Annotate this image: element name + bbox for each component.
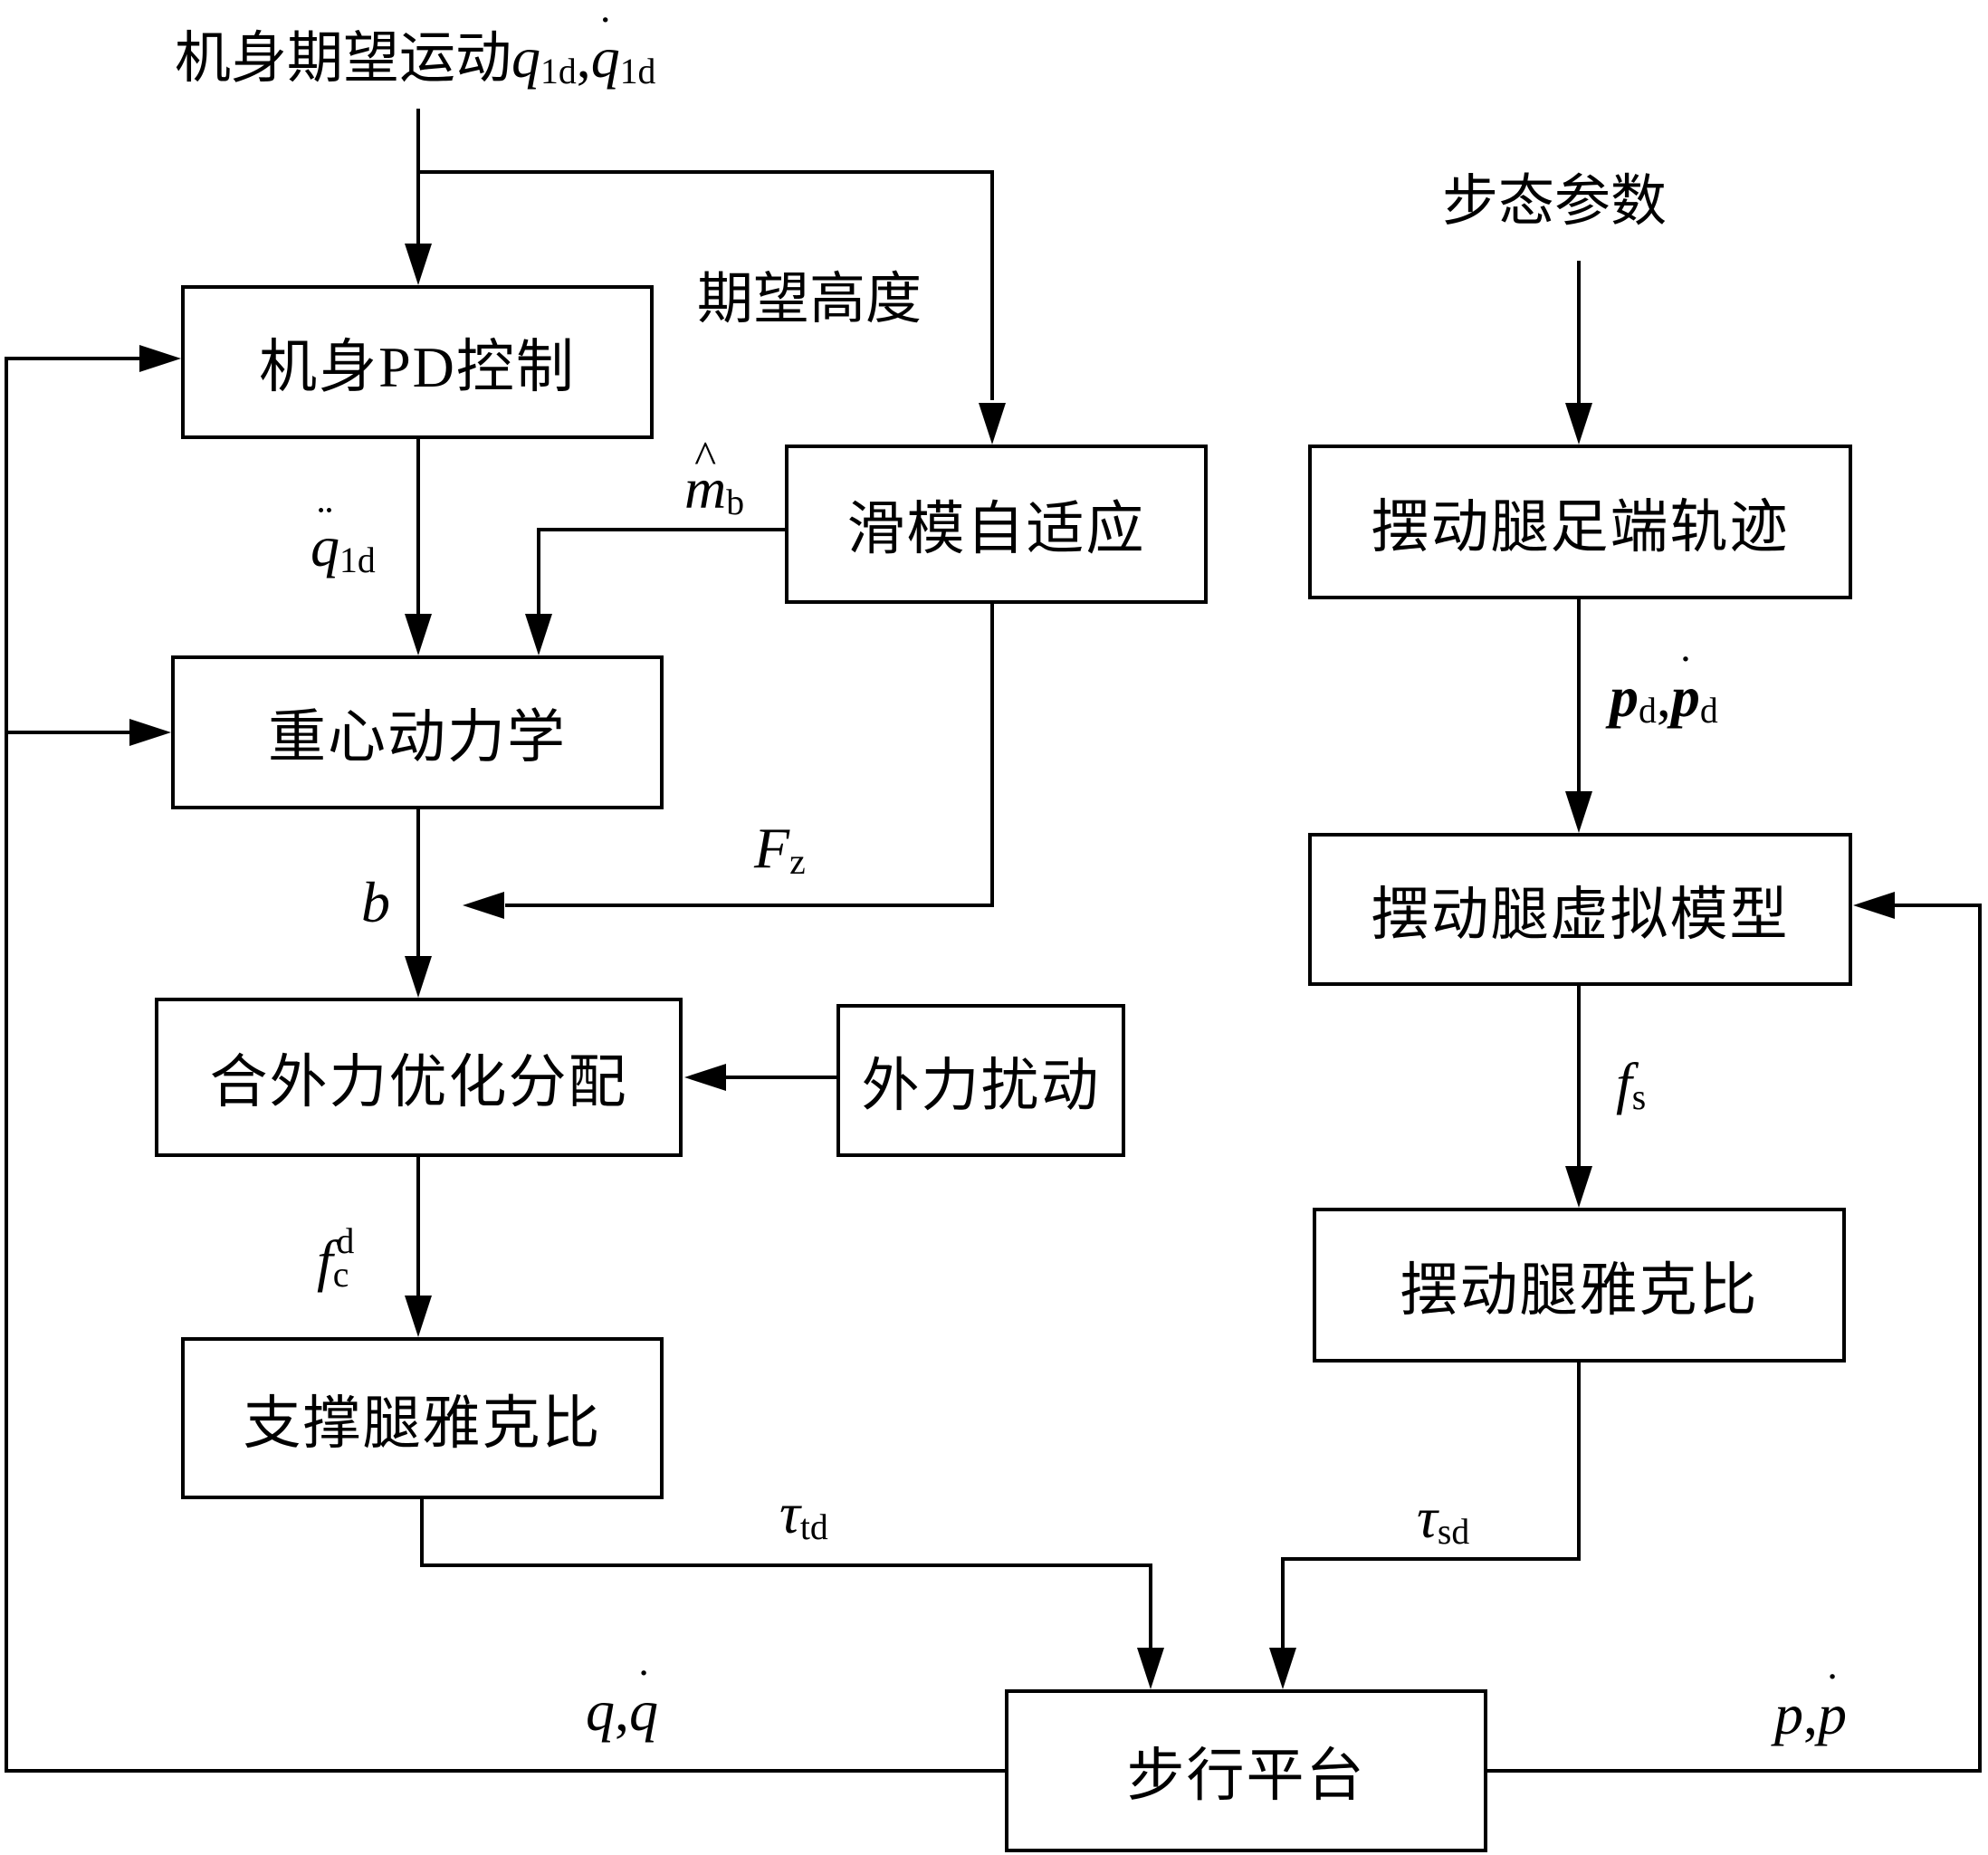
block-body-pd-control[interactable]: 机身PD控制 <box>181 285 654 439</box>
input-gait-parameters: 步态参数 <box>1442 171 1668 233</box>
block-swing-leg-jacobian[interactable]: 摆动腿雅克比 <box>1313 1208 1846 1363</box>
q-sep: , <box>615 1678 629 1743</box>
arrow-stance-to-platform-icon <box>1137 1648 1164 1689</box>
hat-accent: ^ <box>694 431 717 483</box>
wire-mhat-to-com <box>537 528 787 617</box>
arrow-feedback-com-icon <box>129 719 171 746</box>
symbol-sub: 1d <box>540 52 577 92</box>
wire-swing-to-platform <box>1281 1360 1581 1651</box>
dot-accent: ˙ <box>597 6 614 59</box>
q-b: q <box>629 1678 658 1743</box>
signal-qdd-1d: ¨q1d <box>311 498 376 581</box>
arrow-dist-to-opt-icon <box>684 1064 726 1091</box>
qdd-sub: 1d <box>339 540 376 581</box>
input-body-desired-motion: 机身期望运动q1d,˙q1d <box>175 9 656 92</box>
signal-q-qdot: q,˙q <box>586 1662 658 1740</box>
wire-feedback-left <box>5 357 1007 1773</box>
p-dot-accent: ˙ <box>1824 1663 1840 1716</box>
arrow-opt-to-stance-icon <box>405 1296 432 1337</box>
block-sliding-mode-adaptive[interactable]: 滑模自适应 <box>785 445 1208 604</box>
qdd-base: ¨q <box>311 498 339 576</box>
arrow-pd-to-com-icon <box>405 614 432 655</box>
signal-tau-td: τtd <box>779 1485 828 1546</box>
arrow-to-pd-icon <box>405 244 432 285</box>
p-sep: , <box>1803 1682 1818 1746</box>
fcd-sup: d <box>336 1221 355 1261</box>
pd-a: p <box>1610 665 1639 729</box>
signal-p-pdot: p,˙p <box>1774 1666 1847 1744</box>
arrow-com-to-opt-icon <box>405 956 432 998</box>
p-b: p <box>1818 1682 1847 1746</box>
ddot-accent: ¨ <box>317 495 333 548</box>
block-force-optimization[interactable]: 合外力优化分配 <box>155 998 683 1157</box>
symbol-qdot: ˙q <box>591 9 620 87</box>
tau-td-base: τ <box>779 1481 800 1545</box>
block-swing-foot-trajectory[interactable]: 摆动腿足端轨迹 <box>1308 445 1852 599</box>
q-a: q <box>586 1678 615 1743</box>
arrow-swing-to-platform-icon <box>1269 1648 1296 1689</box>
pd-sep: , <box>1656 665 1671 729</box>
symbol-sub2: 1d <box>619 52 656 92</box>
wire-stance-to-platform <box>420 1496 1152 1651</box>
wire-feedback-right <box>1485 904 1982 1773</box>
arrow-fz-icon <box>463 892 504 919</box>
wire-fz <box>505 601 994 907</box>
arrow-to-sliding-icon <box>979 403 1006 445</box>
signal-m-hat-b: ^mb <box>684 435 745 523</box>
block-walking-platform[interactable]: 步行平台 <box>1005 1689 1487 1852</box>
signal-fc-d: fcd <box>317 1221 355 1295</box>
fz-base: F <box>754 816 790 880</box>
p-dot: ˙p <box>1818 1666 1847 1744</box>
fs-base: f <box>1616 1051 1632 1115</box>
arrow-mhat-to-com-icon <box>525 614 552 655</box>
pd-b: p <box>1670 665 1700 729</box>
qdd-q: q <box>311 514 339 578</box>
fcd-base: f <box>317 1228 333 1293</box>
block-swing-virtual-model[interactable]: 摆动腿虚拟模型 <box>1308 833 1852 986</box>
symbol-q2: q <box>590 25 620 90</box>
arrow-feedback-pd-icon <box>139 345 181 372</box>
pd-dot-accent: ˙ <box>1677 645 1694 698</box>
p-a: p <box>1774 1682 1803 1746</box>
pd-dot: ˙p <box>1670 648 1700 729</box>
input-desired-height: 期望高度 <box>697 269 922 330</box>
q-dot-accent: ˙ <box>636 1659 652 1712</box>
b-base: b <box>361 870 390 934</box>
signal-b: b <box>361 874 390 932</box>
symbol-sep: , <box>576 25 591 90</box>
tau-td-sub: td <box>799 1507 828 1548</box>
pd-sub: d <box>1639 691 1657 731</box>
signal-pd-pdot-d: pd,˙pd <box>1610 648 1718 731</box>
fs-sub: s <box>1631 1077 1647 1118</box>
arrow-gait-to-traj-icon <box>1565 403 1592 445</box>
tau-sd-sub: sd <box>1437 1512 1470 1553</box>
signal-fs: fs <box>1616 1055 1646 1116</box>
block-stance-leg-jacobian[interactable]: 支撑腿雅克比 <box>181 1337 664 1499</box>
block-external-disturbance[interactable]: 外力扰动 <box>836 1004 1125 1157</box>
fcd-sub: c <box>332 1254 349 1295</box>
block-com-dynamics[interactable]: 重心动力学 <box>171 655 664 809</box>
tau-sd-base: τ <box>1417 1486 1438 1550</box>
body-motion-text: 机身期望运动 <box>175 28 512 90</box>
mhat-sub: b <box>726 483 745 523</box>
mhat-base: ^m <box>684 435 726 518</box>
symbol-q: q <box>511 25 541 90</box>
fz-sub: z <box>789 842 806 883</box>
q-dot: ˙q <box>629 1662 658 1740</box>
arrow-feedback-vm-icon <box>1853 892 1895 919</box>
arrow-vm-to-jac-icon <box>1565 1166 1592 1208</box>
signal-tau-sd: τsd <box>1417 1489 1469 1551</box>
signal-fz: Fz <box>754 819 806 881</box>
mhat-m: m <box>684 456 727 521</box>
arrow-traj-to-vm-icon <box>1565 791 1592 833</box>
wire-motion-to-sliding <box>416 170 994 400</box>
pd-sub2: d <box>1699 691 1718 731</box>
